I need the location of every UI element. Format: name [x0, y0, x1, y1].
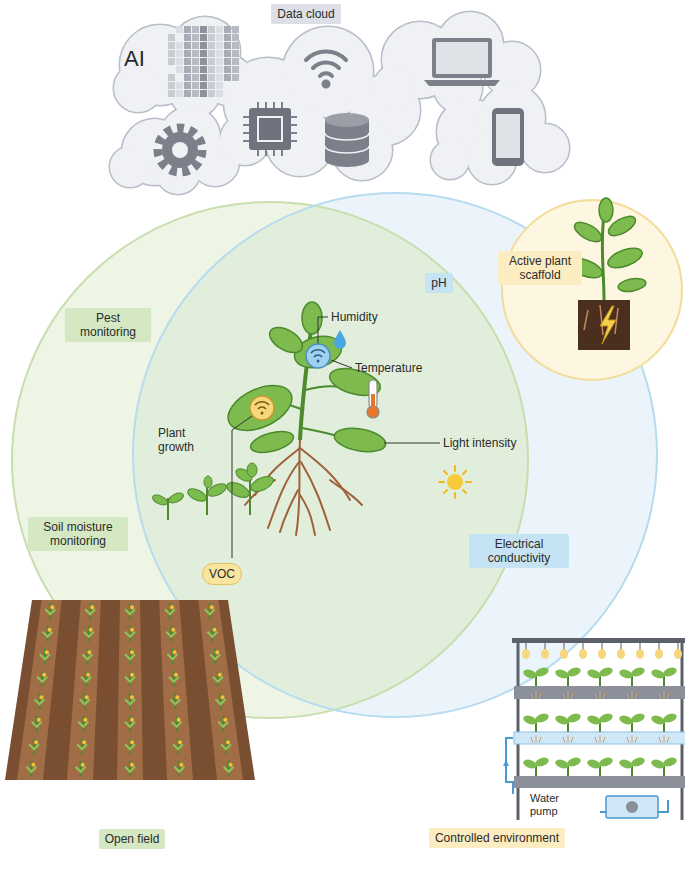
node-label: Electrical conductivity	[475, 537, 563, 566]
sensor-label: Light intensity	[443, 436, 516, 450]
vertical-farm	[503, 638, 685, 820]
farm-lamps-plants	[522, 643, 682, 776]
wifi-icon	[306, 52, 346, 87]
open-field-circle-outline	[12, 202, 528, 718]
cloud-fill	[110, 12, 569, 194]
main-plant	[221, 302, 387, 456]
voc-sensor	[250, 396, 274, 420]
setting-box: Open field	[99, 829, 166, 849]
water-pump-icon	[606, 796, 658, 818]
humidity-sensor	[306, 344, 330, 368]
category-box: Active plant scaffold	[498, 251, 582, 286]
node-label: pH	[431, 276, 446, 290]
node-label: VOC	[209, 567, 235, 581]
node-label: Active plant scaffold	[504, 254, 576, 283]
chip-icon	[243, 102, 297, 156]
scaffold-circle	[502, 200, 682, 380]
title-box: Data cloud	[271, 4, 340, 24]
open-field-illustration	[5, 600, 255, 780]
thermometer-icon	[367, 380, 379, 418]
node-label: Controlled environment	[435, 831, 559, 845]
node-label: Open field	[105, 832, 160, 846]
node-label: Soil moisture monitoring	[34, 520, 122, 549]
voc-oval: VOC	[202, 563, 242, 585]
category-box: Pest monitoring	[65, 308, 151, 343]
category-box: Soil moisture monitoring	[28, 517, 128, 552]
water-drop-icon	[334, 330, 346, 349]
laptop-icon	[424, 38, 500, 86]
field-rows	[17, 600, 243, 780]
phone-icon	[492, 108, 524, 166]
sensor-label: Humidity	[331, 310, 378, 324]
database-icon	[325, 113, 369, 167]
equipment-label: Water pump	[530, 792, 574, 818]
ai-pixel-grid	[168, 26, 239, 97]
cloud-outline	[110, 12, 569, 194]
sun-icon	[439, 466, 471, 498]
setting-box: Controlled environment	[429, 828, 565, 848]
category-box: Electrical conductivity	[469, 534, 569, 569]
sensor-label: Temperature	[355, 361, 422, 375]
sensor-label: Plant growth	[158, 426, 204, 455]
plant-roots	[245, 440, 362, 535]
ai-label: AI	[124, 46, 145, 72]
sensor-leaders	[232, 317, 440, 558]
category-box: pH	[425, 273, 452, 293]
node-label: Pest monitoring	[71, 311, 145, 340]
gear-icon	[158, 128, 202, 172]
node-label: Data cloud	[277, 7, 334, 21]
seedlings	[151, 463, 275, 520]
